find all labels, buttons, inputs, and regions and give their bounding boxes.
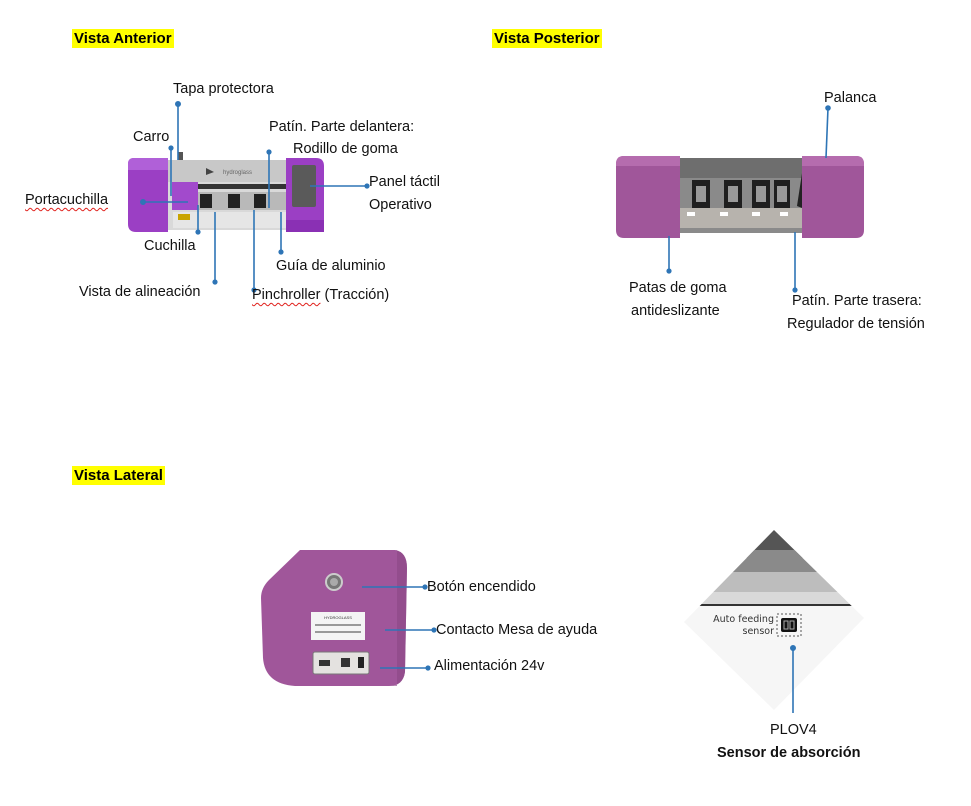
sensor-photo: Auto feeding sensor <box>684 530 864 710</box>
sticker-title: HYDROGLASS <box>324 615 352 620</box>
heading-vista-posterior: Vista Posterior <box>492 29 602 48</box>
label-pinchroller-rest: (Tracción) <box>320 287 390 303</box>
label-patin-front-1: Patín. Parte delantera: <box>269 119 415 135</box>
label-panel-2: Operativo <box>369 197 432 213</box>
label-patas-2: antideslizante <box>631 303 720 319</box>
label-tapa-protectora: Tapa protectora <box>173 81 274 97</box>
front-view-photo: hydroglass <box>128 152 324 232</box>
label-carro: Carro <box>133 129 170 145</box>
label-patin-front-2: Rodillo de goma <box>293 141 398 157</box>
label-contacto-mesa-ayuda: Contacto Mesa de ayuda <box>436 622 598 638</box>
label-pinchroller-word: Pinchroller <box>252 287 321 303</box>
label-sensor-model: PLOV4 <box>770 722 817 738</box>
label-cuchilla: Cuchilla <box>144 238 196 254</box>
heading-vista-anterior: Vista Anterior <box>72 29 174 48</box>
label-sensor-caption: Sensor de absorción <box>717 745 861 761</box>
label-guia-aluminio: Guía de aluminio <box>276 258 386 274</box>
brand-text: hydroglass <box>223 170 252 176</box>
label-patin-back-2: Regulador de tensión <box>787 316 925 332</box>
label-patin-back-1: Patín. Parte trasera: <box>792 293 922 309</box>
side-view-photo: HYDROGLASS <box>261 550 407 686</box>
label-panel-1: Panel táctil <box>369 174 440 190</box>
label-portacuchilla: Portacuchilla <box>25 192 109 208</box>
label-pinchroller: Pinchroller (Tracción) <box>252 286 389 304</box>
sensor-photo-text-2: sensor <box>743 626 775 637</box>
heading-vista-lateral: Vista Lateral <box>72 466 165 485</box>
label-patas-1: Patas de goma <box>629 280 727 296</box>
label-palanca: Palanca <box>824 90 877 106</box>
label-vista-alineacion: Vista de alineación <box>79 284 201 300</box>
back-view-photo <box>616 156 864 238</box>
label-alimentacion: Alimentación 24v <box>434 658 545 674</box>
label-boton-encendido: Botón encendido <box>427 579 536 595</box>
sensor-photo-text-1: Auto feeding <box>713 614 774 625</box>
